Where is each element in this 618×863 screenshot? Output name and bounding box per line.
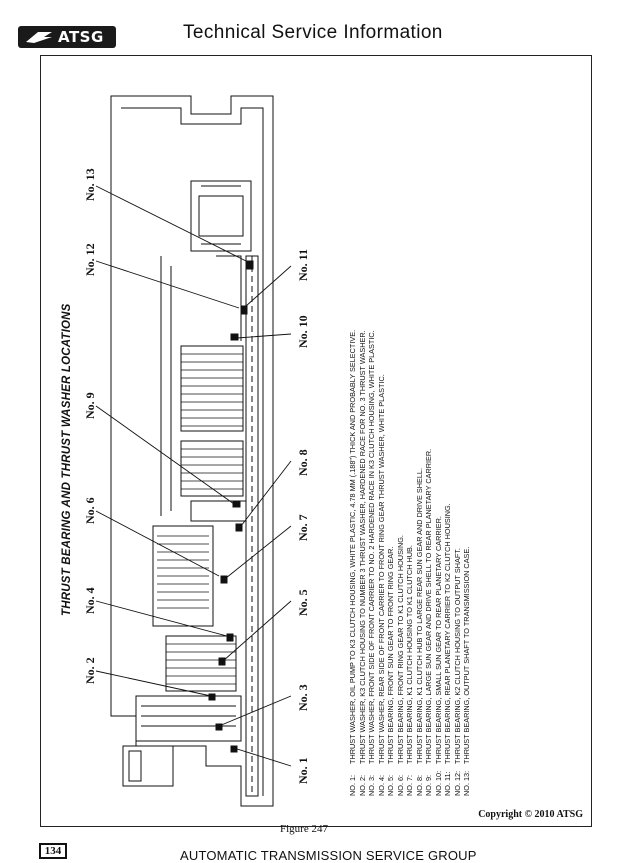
legend-item: NO. 4:THRUST WASHER, REAR SIDE OF FRONT … [376, 374, 386, 796]
callout-no-6: No. 6 [83, 497, 97, 524]
callout-no-11: No. 11 [296, 248, 310, 281]
atsg-logo: ATSG [18, 26, 116, 48]
legend-item: NO. 12:THRUST BEARING, K2 CLUTCH HOUSING… [452, 548, 462, 796]
callout-no-8: No. 8 [296, 449, 310, 476]
transmission-cross-section-drawing [95, 95, 292, 807]
page-number: 134 [39, 843, 67, 859]
legend-item: NO. 13:THRUST BEARING, OUTPUT SHAFT TO T… [462, 546, 471, 796]
legend-item: NO. 7:THRUST BEARING, K1 CLUTCH HOUSING … [405, 545, 414, 796]
callout-no-5: No. 5 [296, 589, 310, 616]
logo-swoosh-icon [26, 32, 52, 43]
callout-no-7: No. 7 [296, 514, 310, 541]
callout-no-10: No. 10 [296, 315, 310, 348]
legend-item: NO. 5:THRUST BEARING, FRONT SUN GEAR TO … [386, 546, 395, 796]
legend-item: NO. 1:THRUST WASHER, OIL PUMP TO K3 CLUT… [348, 329, 357, 796]
footer-text: AUTOMATIC TRANSMISSION SERVICE GROUP [180, 848, 477, 863]
section-title: THRUST BEARING AND THRUST WASHER LOCATIO… [61, 303, 73, 616]
callout-no-9: No. 9 [83, 392, 97, 419]
figure-frame: THRUST BEARING AND THRUST WASHER LOCATIO… [40, 55, 592, 827]
legend-item: NO. 11:THRUST BEARING, REAR PLANETARY CA… [443, 503, 452, 796]
legend-list: NO. 1:THRUST WASHER, OIL PUMP TO K3 CLUT… [348, 330, 472, 796]
logo-text: ATSG [58, 28, 104, 46]
legend-item: NO. 10:THRUST BEARING, SMALL SUN GEAR TO… [433, 516, 443, 796]
figure-caption: Figure 247 [280, 823, 328, 835]
callout-no-3: No. 3 [296, 684, 310, 711]
copyright-notice: Copyright © 2010 ATSG [478, 809, 583, 820]
callout-no-4: No. 4 [83, 587, 97, 614]
legend-item: NO. 8:THRUST BEARING, K1 CLUTCH HUB TO L… [414, 468, 424, 796]
legend-item: NO. 2:THRUST WASHER, K3 CLUTCH HOUSING T… [357, 330, 367, 796]
legend-item: NO. 3:THRUST WASHER, FRONT SIDE OF FRONT… [367, 330, 376, 796]
page-title: Technical Service Information [183, 22, 443, 43]
callout-no-12: No. 12 [83, 243, 97, 276]
legend-item: NO. 9:THRUST BEARING, LARGE SUN GEAR AND… [424, 448, 433, 796]
callout-no-2: No. 2 [83, 657, 97, 684]
legend-item: NO. 6:THRUST BEARING, FRONT RING GEAR TO… [395, 535, 405, 796]
callout-no-13: No. 13 [83, 168, 97, 201]
callout-no-1: No. 1 [296, 757, 310, 784]
